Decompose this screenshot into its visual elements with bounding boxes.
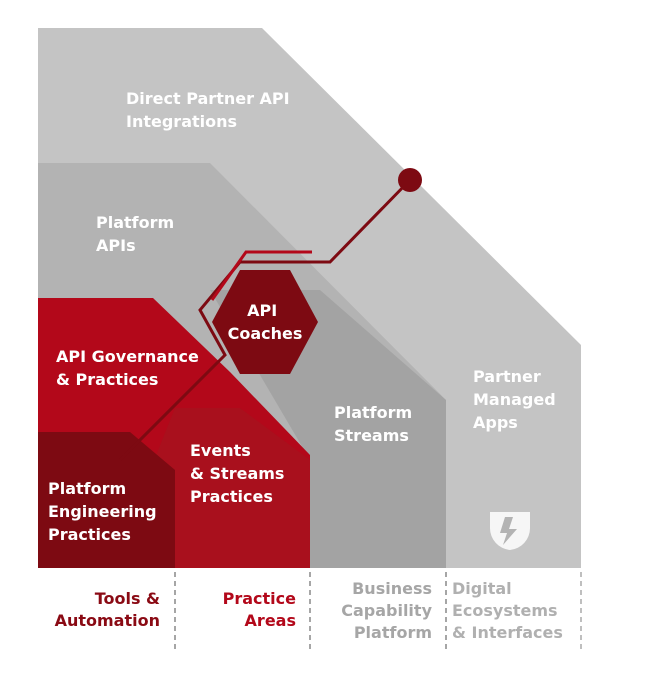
coach-outline-line bbox=[210, 250, 312, 301]
api-coaches-hexagon bbox=[212, 270, 318, 374]
platform-engineering-label: Platform Engineering Practices bbox=[48, 479, 162, 544]
connector-endpoint-dot bbox=[398, 168, 422, 192]
coach-connector-line bbox=[118, 178, 412, 462]
direct-partner-label: Direct Partner API Integrations bbox=[126, 89, 295, 131]
api-coaches-label: API Coaches bbox=[228, 301, 303, 343]
footer-digital-ecosystems: Digital Ecosystems & Interfaces bbox=[452, 579, 563, 642]
footer-tools-automation: Tools & Automation bbox=[54, 589, 160, 630]
partner-managed-label: Partner Managed Apps bbox=[473, 367, 561, 432]
shield-logo-icon bbox=[489, 512, 531, 550]
api-governance-label: API Governance & Practices bbox=[56, 347, 204, 389]
platform-streams-label: Platform Streams bbox=[334, 403, 418, 445]
events-streams-label: Events & Streams Practices bbox=[190, 441, 290, 506]
footer-business-capability-platform: Business Capability Platform bbox=[341, 579, 432, 642]
platform-apis-label: Platform APIs bbox=[96, 213, 180, 255]
footer-practice-areas: Practice Areas bbox=[222, 589, 296, 630]
platform-engineering-region bbox=[38, 432, 175, 568]
